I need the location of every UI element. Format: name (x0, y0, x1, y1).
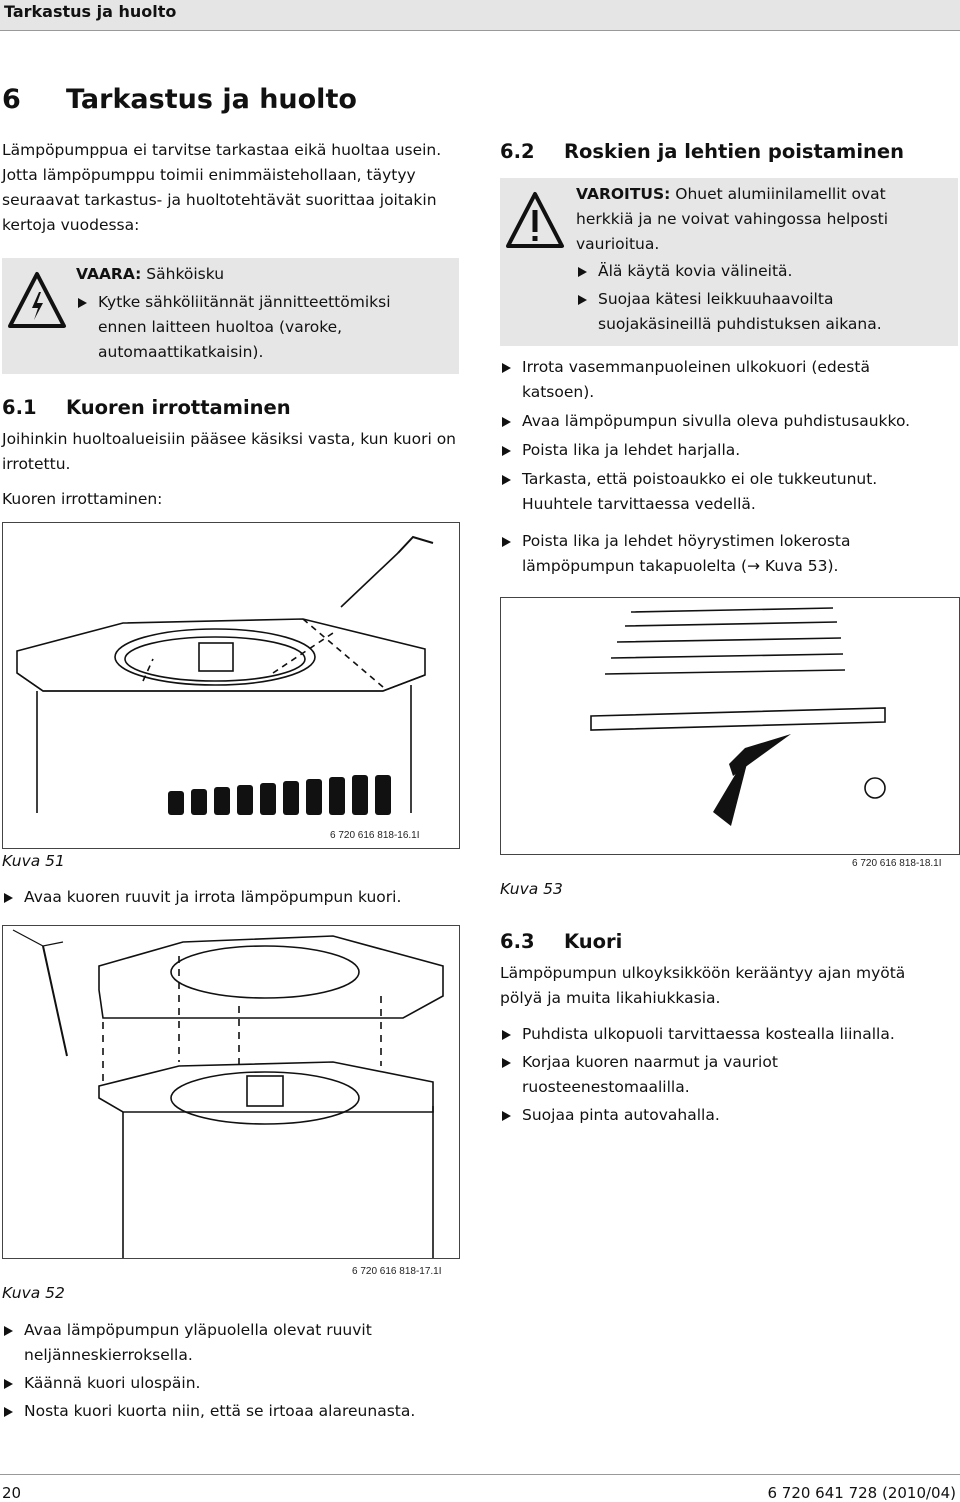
page-header (0, 0, 960, 30)
danger-title: VAARA: Sähköisku (76, 262, 456, 287)
figure-52 (2, 925, 460, 1259)
section-6-2-heading: 6.2 Roskien ja lehtien poistaminen (500, 140, 904, 163)
warning-box: VAROITUS: Ohuet alumiinilamellit ovat he… (500, 178, 958, 346)
figure-52-caption: Kuva 52 (2, 1284, 65, 1302)
step-item: Irrota vasemmanpuoleinen ulkokuori (edes… (500, 355, 940, 405)
danger-item: Kytke sähköliitännät jännitteettömiksi e… (76, 290, 438, 365)
header-title: Tarkastus ja huolto (4, 2, 177, 21)
step-item: Poista lika ja lehdet höyrystimen lokero… (500, 529, 940, 579)
section-6-2-title: Roskien ja lehtien poistaminen (564, 140, 905, 163)
step-item: Poista lika ja lehdet harjalla. (500, 438, 940, 463)
step-item: Tarkasta, että poistoaukko ei ole tukkeu… (500, 467, 940, 517)
danger-box: VAARA: Sähköisku Kytke sähköliitännät jä… (2, 258, 459, 374)
section-6-1-subtitle: Kuoren irrottaminen: (2, 490, 163, 508)
chapter-number: 6 (2, 84, 21, 115)
figure-51-caption: Kuva 51 (2, 852, 65, 870)
step-52-item: Nosta kuori kuorta niin, että se irtoaa … (2, 1399, 458, 1424)
heat-pump-top-removal-illustration (16, 535, 434, 815)
danger-title-text: Sähköisku (146, 265, 225, 283)
figure-51-code: 6 720 616 818-16.1I (330, 830, 420, 841)
steps-52-list: Avaa lämpöpumpun yläpuolella olevat ruuv… (2, 1318, 458, 1424)
warning-item: Suojaa kätesi leikkuuhaavoilta suojakäsi… (576, 287, 948, 337)
figure-52-code: 6 720 616 818-17.1I (352, 1266, 442, 1277)
chapter-heading: 6 Tarkastus ja huolto (2, 84, 357, 115)
evaporator-grille-illustration (590, 607, 886, 826)
step-item: Suojaa pinta autovahalla. (500, 1103, 940, 1128)
danger-label: VAARA: (76, 265, 142, 283)
figure-53-code: 6 720 616 818-18.1I (852, 858, 942, 869)
figure-53-caption: Kuva 53 (500, 880, 563, 898)
section-6-1-heading: 6.1 Kuoren irrottaminen (2, 396, 291, 419)
section-6-2-steps: Irrota vasemmanpuoleinen ulkokuori (edes… (500, 355, 940, 579)
step-52-item: Käännä kuori ulospäin. (2, 1371, 458, 1396)
step-item: Puhdista ulkopuoli tarvittaessa kosteall… (500, 1022, 940, 1047)
footer-divider (0, 1474, 960, 1475)
warning-icon (506, 192, 564, 248)
warning-body: Ohuet alumiinilamellit ovat herkkiä ja n… (576, 185, 889, 253)
heat-pump-cover-lift-illustration (12, 929, 444, 1258)
section-6-1-text: Joihinkin huoltoalueisiin pääsee käsiksi… (2, 430, 457, 473)
section-6-3-number: 6.3 (500, 930, 535, 953)
document-number: 6 720 641 728 (2010/04) (767, 1484, 956, 1502)
step-52-item: Avaa lämpöpumpun yläpuolella olevat ruuv… (2, 1318, 458, 1368)
section-6-1-number: 6.1 (2, 396, 37, 419)
intro-text: Lämpöpumppua ei tarvitse tarkastaa eikä … (2, 141, 442, 234)
warning-list: Älä käytä kovia välineitä. Suojaa kätesi… (576, 259, 948, 337)
warning-text: VAROITUS: Ohuet alumiinilamellit ovat he… (576, 182, 948, 257)
electric-hazard-icon (8, 272, 66, 328)
figure-53 (500, 597, 960, 855)
step-item: Avaa lämpöpumpun sivulla oleva puhdistus… (500, 409, 940, 434)
figure-51 (2, 522, 460, 849)
step-item: Korjaa kuoren naarmut ja vauriot ruostee… (500, 1050, 940, 1100)
warning-label: VAROITUS: (576, 185, 671, 203)
section-6-3-title: Kuori (564, 930, 623, 953)
section-6-3-steps: Puhdista ulkopuoli tarvittaessa kosteall… (500, 1022, 940, 1128)
section-6-1-title: Kuoren irrottaminen (66, 396, 291, 419)
section-6-2-number: 6.2 (500, 140, 535, 163)
section-6-3-heading: 6.3 Kuori (500, 930, 622, 953)
step-51: Avaa kuoren ruuvit ja irrota lämpöpumpun… (2, 885, 480, 910)
section-6-3-text: Lämpöpumpun ulkoyksikköön kerääntyy ajan… (500, 964, 906, 1007)
header-divider (0, 30, 960, 31)
warning-item: Älä käytä kovia välineitä. (576, 259, 948, 284)
chapter-title: Tarkastus ja huolto (66, 84, 357, 115)
page-number: 20 (2, 1484, 22, 1502)
